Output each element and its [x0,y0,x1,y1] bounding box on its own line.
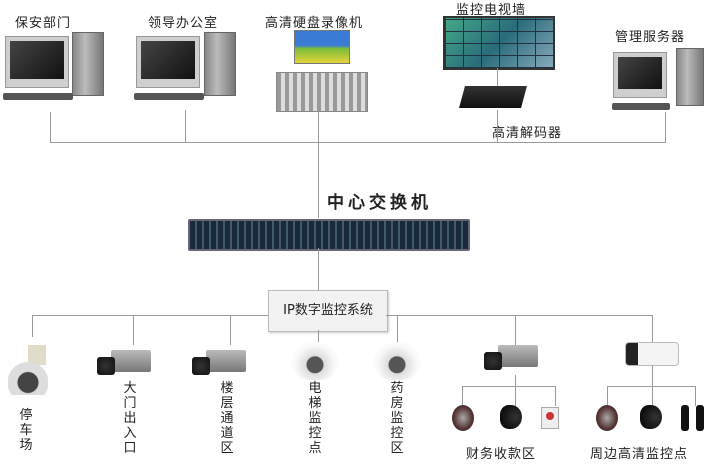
siren-icon [640,405,662,429]
label-parking: 停车场 [19,408,33,453]
label-hd-nvr: 高清硬盘录像机 [265,16,364,31]
label-hd-decoder: 高清解码器 [492,126,563,141]
nvr-recorder-icon [276,72,368,112]
label-video-wall: 监控电视墙 [456,3,527,18]
box-camera-icon [484,345,544,373]
label-corridor: 楼层通道区 [220,381,234,456]
bullet-camera-icon [625,342,679,366]
siren-icon [500,405,522,429]
core-switch-label: 中心交换机 [327,193,432,213]
box-camera-icon [97,350,157,378]
dome-camera-icon [292,342,338,380]
ip-monitoring-system-box: IP数字监控系统 [268,290,388,332]
label-perimeter: 周边高清监控点 [590,447,689,462]
alarm-button-icon [541,407,559,429]
label-cashier: 财务收款区 [466,447,537,462]
decoder-icon [459,86,527,108]
label-elevator: 电梯监控点 [308,381,322,456]
video-wall-icon [443,16,555,70]
label-mgmt-server: 管理服务器 [615,30,686,45]
speaker-icon [596,405,618,431]
infrared-beam-icon [681,405,689,431]
ip-monitoring-system-label: IP数字监控系统 [283,303,373,318]
switch-icon [188,219,470,251]
label-pharmacy: 药房监控区 [390,381,404,456]
box-camera-icon [192,350,252,378]
ptz-dome-camera-icon [8,345,48,395]
nvr-monitor-icon [294,30,350,64]
dome-camera-icon [374,342,420,380]
speaker-icon [452,405,474,431]
label-security-dept: 保安部门 [15,16,72,31]
infrared-beam-icon [696,405,704,431]
label-gate: 大门出入口 [123,381,137,456]
label-leader-office: 领导办公室 [148,16,219,31]
